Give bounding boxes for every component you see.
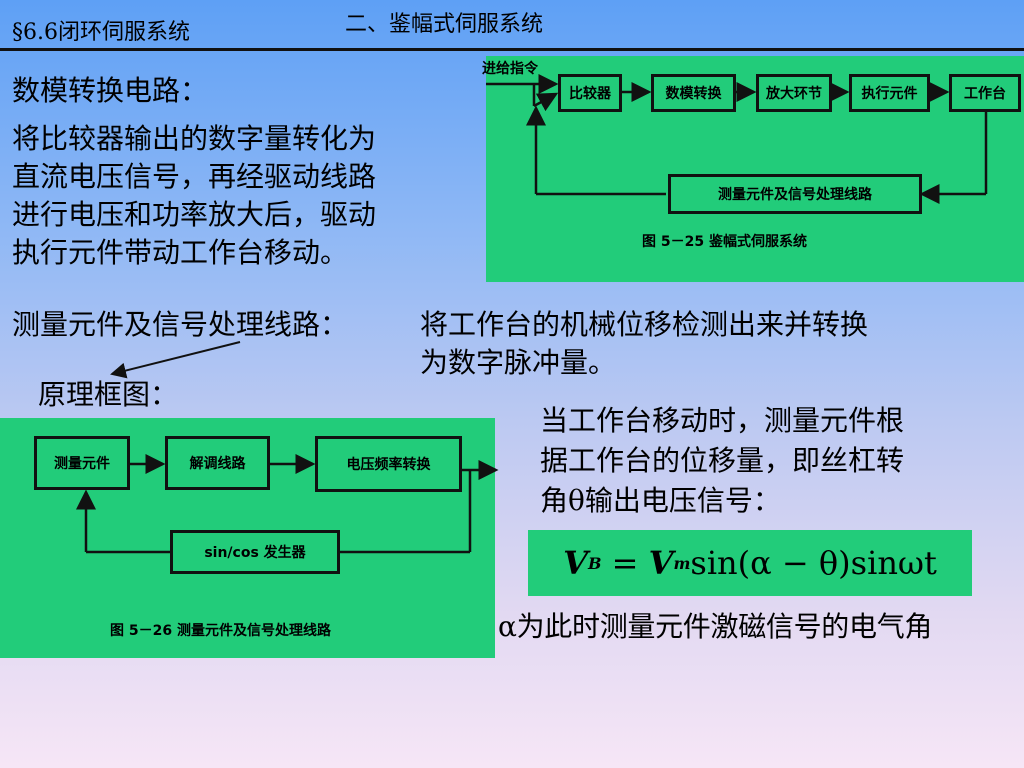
- block-comparator: 比较器: [558, 74, 622, 112]
- block-sensor: 测量元件: [34, 436, 130, 490]
- block-worktable: 工作台: [949, 74, 1021, 112]
- formula-lhs-sub: B: [587, 553, 602, 573]
- figure-5-25-caption: 图 5－25 鉴幅式伺服系统: [642, 234, 807, 250]
- figure-5-25-wires: [486, 74, 988, 204]
- formula-rhs-sub: m: [673, 553, 691, 573]
- block-sincos-generator: sin/cos 发生器: [170, 530, 340, 574]
- dac-title: 数模转换电路：: [12, 74, 209, 107]
- formula-rhs: V: [648, 544, 674, 582]
- explain-line-1: 当工作台移动时，测量元件根: [540, 404, 905, 437]
- block-demodulator: 解调线路: [165, 436, 270, 490]
- block-dac: 数模转换: [651, 74, 736, 112]
- figure-5-25: 进给指令 比较器 数模转换 放大环节 执行元件 工作台 测量元件及信号处理线路 …: [482, 56, 1024, 282]
- figure-5-26-wires: [76, 454, 499, 554]
- measure-title: 测量元件及信号处理线路：: [12, 308, 349, 341]
- pointer-arrow: [110, 341, 241, 379]
- diagram-label: 原理框图：: [38, 378, 179, 411]
- dac-line-2: 直流电压信号，再经驱动线路: [12, 160, 377, 193]
- measure-line-1: 将工作台的机械位移检测出来并转换: [420, 308, 869, 341]
- dac-line-3: 进行电压和功率放大后，驱动: [12, 198, 377, 231]
- input-label: 进给指令: [482, 61, 538, 77]
- section-title: §6.6闭环伺服系统: [12, 20, 190, 45]
- header-divider: [0, 48, 1024, 51]
- formula-equals: =: [601, 544, 649, 582]
- block-actuator: 执行元件: [849, 74, 930, 112]
- formula-lhs: V: [563, 544, 588, 582]
- block-vfc: 电压频率转换: [315, 436, 462, 492]
- measure-line-2: 为数字脉冲量。: [420, 346, 617, 379]
- figure-5-26-caption: 图 5－26 测量元件及信号处理线路: [110, 623, 331, 639]
- explain-line-2: 据工作台的位移量，即丝杠转: [540, 444, 905, 477]
- figure-5-26: 测量元件 解调线路 电压频率转换 sin/cos 发生器 图 5－26 测量元件…: [0, 418, 499, 658]
- formula-rest: sin(α − θ)sinωt: [690, 544, 937, 582]
- block-measurement: 测量元件及信号处理线路: [668, 174, 922, 214]
- explain-line-3: 角θ输出电压信号：: [540, 484, 781, 517]
- alpha-note: α为此时测量元件激磁信号的电气角: [498, 610, 933, 643]
- slide-subtitle: 二、鉴幅式伺服系统: [345, 12, 544, 37]
- block-amplifier: 放大环节: [756, 74, 832, 112]
- dac-line-4: 执行元件带动工作台移动。: [12, 236, 349, 269]
- dac-line-1: 将比较器输出的数字量转化为: [12, 122, 377, 155]
